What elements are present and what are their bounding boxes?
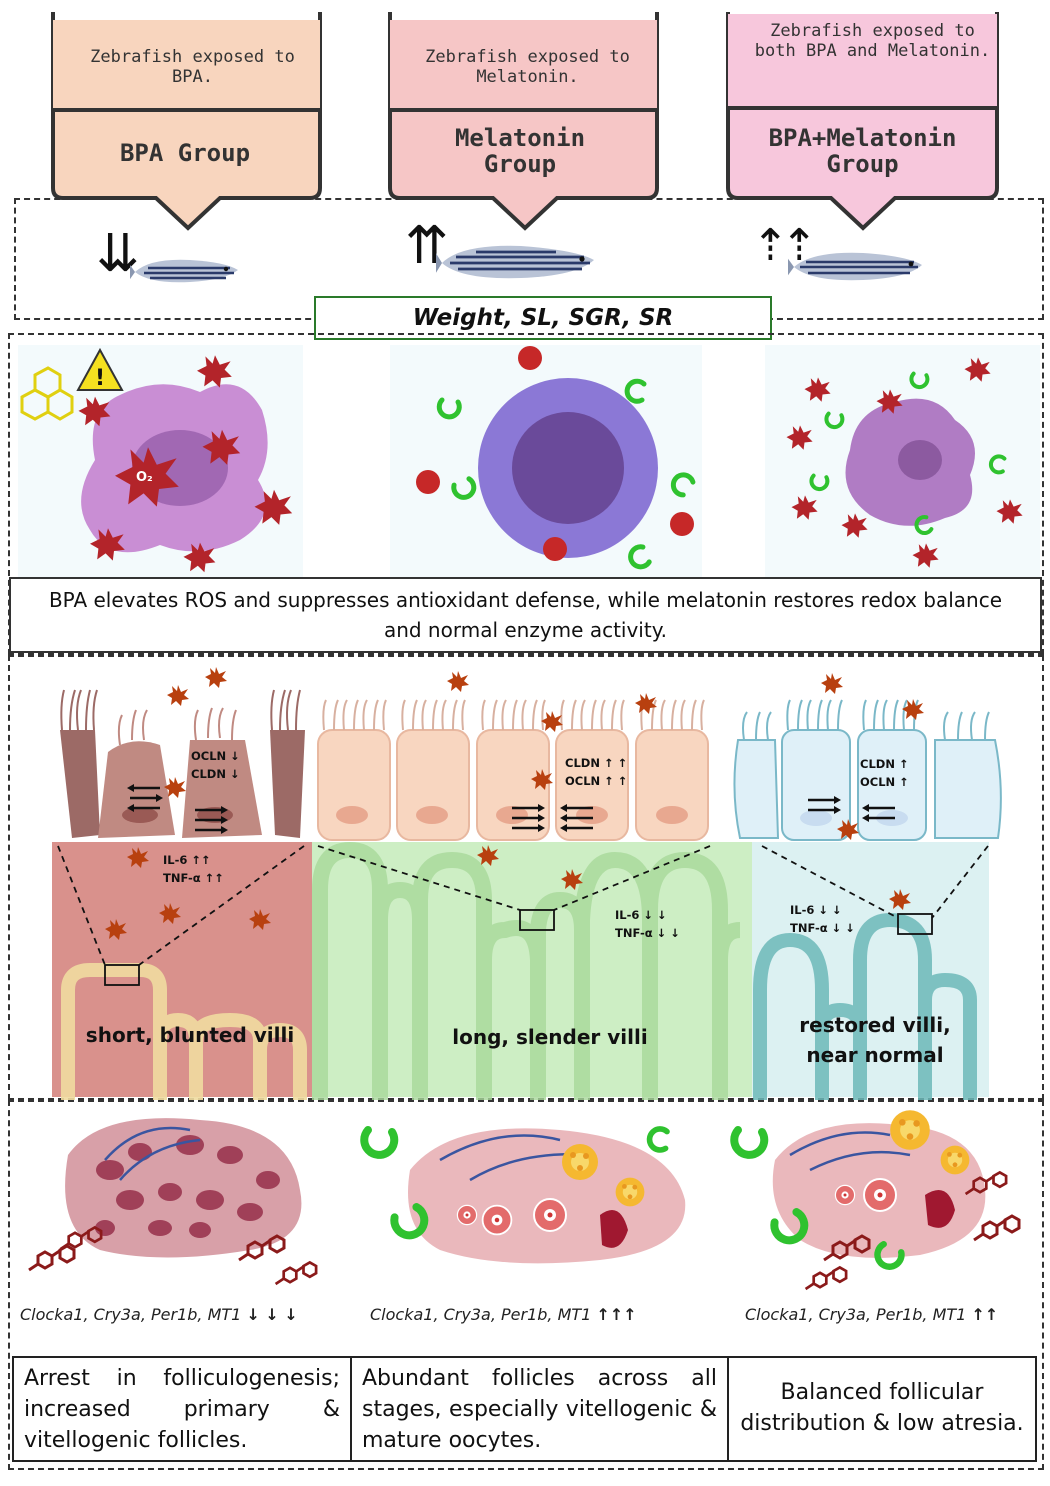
gut-section-frame [8, 655, 1044, 1100]
junction-melatonin-line1: CLDN ↑ ↑ [565, 756, 628, 770]
cytokines-bpa-melatonin-line2: TNF-α ↓ ↓ [790, 920, 855, 935]
group-name-bpa: BPA Group [119, 139, 251, 167]
bpa-melatonin-cell [786, 357, 1023, 568]
bpa-molecule-icon [20, 366, 74, 421]
ovary-illustrations [27, 1110, 1021, 1291]
group-desc-bpa-melatonin: Zebrafish exposed to both BPA and Melato… [754, 21, 991, 61]
banner-bpa-melatonin [726, 12, 999, 231]
ros-cell-illustrations: ! [20, 346, 1023, 580]
junction-bpa-line1: OCLN ↓ [191, 749, 240, 763]
group-name-bpa-melatonin: BPA+Melatonin Group [768, 124, 957, 179]
zoom-indicators [57, 845, 989, 986]
ovary-caption-bpa: Arrest in folliculogenesis; increased pr… [14, 1358, 352, 1460]
cytokines-melatonin: IL-6 ↓ ↓ TNF-α ↓ ↓ [615, 907, 680, 943]
ovary-bpa-melatonin [734, 1110, 1021, 1291]
banner-melatonin [388, 12, 659, 231]
growth-parameters-text: Weight, SL, SGR, SR [412, 305, 674, 331]
cytokines-bpa-melatonin-line1: IL-6 ↓ ↓ [790, 903, 842, 917]
gut-panel-bpa-melatonin [752, 842, 989, 1097]
melatonin-cell [416, 346, 694, 570]
villi-label-bpa: short, blunted villi [85, 1023, 295, 1047]
group-desc-bpa: Zebrafish exposed to BPA. [90, 47, 295, 87]
growth-parameters-label: Weight, SL, SGR, SR [314, 296, 772, 340]
ovary-section-frame [8, 1100, 1044, 1470]
junction-arrows [127, 784, 895, 834]
ovary-caption-bpa-text: Arrest in folliculogenesis; increased pr… [24, 1366, 340, 1453]
genes-bpa-melatonin-names: Clocka1, Cry3a, Per1b, MT1 [745, 1305, 967, 1324]
zebrafish-icon-bpa-melatonin [788, 252, 922, 281]
villi-label-bpa-melatonin: restored villi, near normal [799, 1013, 951, 1067]
ovary-melatonin [364, 1128, 686, 1264]
melatonin-epithelium [317, 729, 709, 841]
svg-text:!: ! [95, 366, 105, 391]
melatonin-microvilli [322, 699, 705, 731]
ros-section-frame [8, 333, 1044, 655]
cytokines-melatonin-line2: TNF-α ↓ ↓ [615, 925, 680, 940]
genes-bpa-arrows: ↓ ↓ ↓ [246, 1305, 298, 1324]
villi-melatonin [312, 841, 741, 1100]
cytokines-bpa-melatonin: IL-6 ↓ ↓ TNF-α ↓ ↓ [790, 902, 855, 938]
cytokines-bpa-line1: IL-6 ↑↑ [163, 853, 211, 867]
banner-bpa [51, 12, 322, 231]
zebrafish-icon-bpa [130, 259, 238, 283]
villi-label-melatonin: long, slender villi [452, 1025, 648, 1049]
warning-icon: ! [76, 347, 124, 391]
genes-melatonin-arrows: ↑↑↑ [596, 1305, 637, 1324]
junction-bpa-melatonin: CLDN ↑ OCLN ↑ [860, 756, 909, 792]
zebrafish-icon-melatonin [436, 245, 594, 279]
ros-caption-box: BPA elevates ROS and suppresses antioxid… [9, 577, 1042, 653]
genes-bpa-names: Clocka1, Cry3a, Per1b, MT1 [20, 1305, 242, 1324]
gut-illustrations [57, 667, 1002, 1100]
junction-bpa: OCLN ↓ CLDN ↓ [191, 748, 240, 784]
villi-bpa [61, 963, 307, 1100]
ovary-caption-table: Arrest in folliculogenesis; increased pr… [12, 1356, 1037, 1462]
junction-bpa-melatonin-line2: OCLN ↑ [860, 774, 909, 789]
junction-melatonin: CLDN ↑ ↑ OCLN ↑ ↑ [565, 755, 627, 791]
ovary-caption-melatonin: Abundant follicles across all stages, es… [352, 1358, 729, 1460]
cytokines-melatonin-line1: IL-6 ↓ ↓ [615, 908, 667, 922]
ovary-caption-bpa-melatonin-text: Balanced follicular distribution & low a… [740, 1380, 1024, 1436]
group-name-melatonin: Melatonin Group [454, 124, 586, 179]
ovary-caption-bpa-melatonin: Balanced follicular distribution & low a… [729, 1358, 1035, 1460]
ovary-caption-melatonin-text: Abundant follicles across all stages, es… [362, 1366, 717, 1453]
junction-bpa-melatonin-line1: CLDN ↑ [860, 757, 909, 771]
group-banners [51, 12, 999, 231]
ros-symbol-label: O₂ [136, 470, 153, 485]
bpa-epithelium [60, 667, 305, 838]
ovary-bpa [27, 1118, 318, 1286]
cytokines-bpa: IL-6 ↑↑ TNF-α ↑↑ [163, 852, 224, 888]
genes-bpa: Clocka1, Cry3a, Per1b, MT1 ↓ ↓ ↓ [20, 1305, 298, 1324]
cytokines-bpa-line2: TNF-α ↑↑ [163, 870, 224, 885]
bpa-melatonin-epithelium [733, 729, 1002, 841]
junction-melatonin-line2: OCLN ↑ ↑ [565, 773, 628, 788]
group-desc-melatonin: Zebrafish exposed to Melatonin. [425, 47, 630, 87]
genes-bpa-melatonin-arrows: ↑↑ [971, 1305, 999, 1324]
villi-bpa-melatonin [753, 912, 977, 1100]
junction-bpa-line2: CLDN ↓ [191, 766, 240, 781]
bpa-melatonin-microvilli [742, 699, 990, 741]
genes-melatonin-names: Clocka1, Cry3a, Per1b, MT1 [370, 1305, 592, 1324]
genes-bpa-melatonin: Clocka1, Cry3a, Per1b, MT1 ↑↑ [745, 1305, 998, 1324]
ros-caption: BPA elevates ROS and suppresses antioxid… [48, 588, 1003, 642]
genes-melatonin: Clocka1, Cry3a, Per1b, MT1 ↑↑↑ [370, 1305, 637, 1324]
bpa-cell: ! [20, 347, 293, 573]
